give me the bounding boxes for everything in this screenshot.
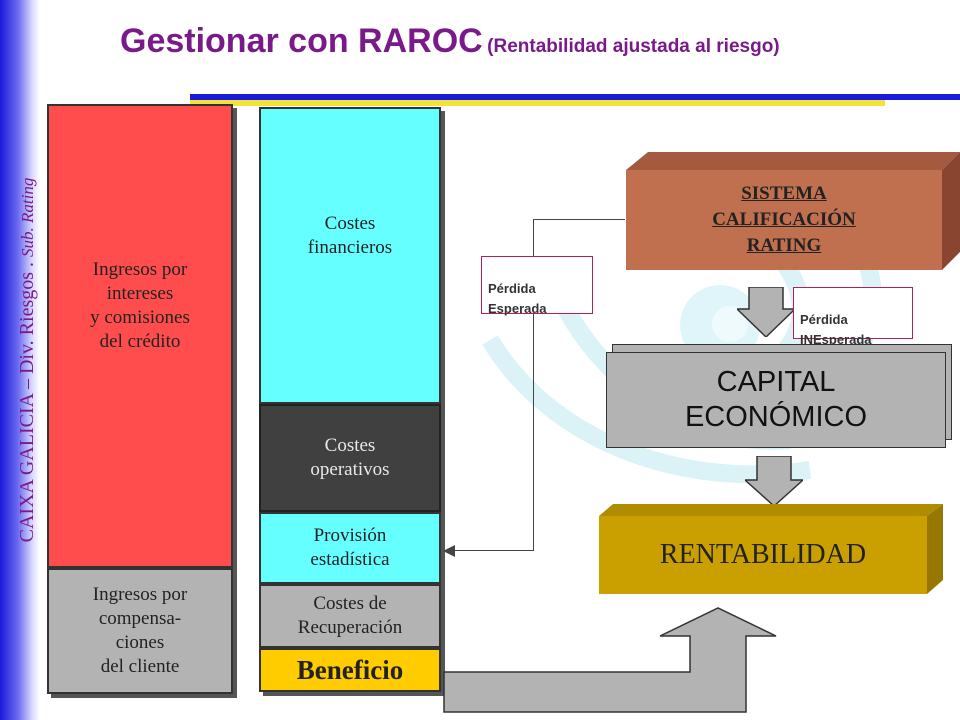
arrow-down-icon <box>737 287 795 337</box>
provision-estadistica-block: Provisión estadística <box>259 512 441 584</box>
sidebar-gradient <box>0 0 40 720</box>
capital-economico-box: CAPITAL ECONÓMICO <box>606 352 946 448</box>
costes-operativos-label: Costes operativos <box>310 435 390 480</box>
sistema-3d-box-shape <box>626 152 960 270</box>
costes-operativos-block: Costes operativos <box>259 404 441 512</box>
arrow-down-icon <box>745 456 803 506</box>
connector-arrowhead-icon <box>443 545 455 557</box>
connector-line-horizontal-bottom <box>452 550 534 551</box>
costes-financieros-label: Costes financieros <box>307 212 393 258</box>
ingresos-compensaciones-label: Ingresos por compensa- ciones del client… <box>92 584 188 677</box>
connector-line-horizontal-top <box>533 219 625 220</box>
perdida-inesperada-tag: Pérdida INEsperada <box>793 287 913 347</box>
costes-financieros-block: Costes financieros <box>259 107 441 404</box>
rentabilidad-label: RENTABILIDAD <box>659 539 867 570</box>
sistema-calificacion-box: SISTEMA CALIFICACIÓN RATING <box>626 170 942 270</box>
side-text-subdivision: Sub. Rating <box>18 177 37 257</box>
connector-line-vertical <box>533 219 534 551</box>
provision-estadistica-label: Provisión estadística <box>310 525 390 570</box>
title-underline-blue <box>190 94 960 100</box>
ingresos-intereses-block: Ingresos por intereses y comisiones del … <box>47 104 233 568</box>
page-title: Gestionar con RAROC (Rentabilidad ajusta… <box>120 22 940 61</box>
sistema-calificacion-label: SISTEMA CALIFICACIÓN RATING <box>712 183 856 256</box>
title-main: Gestionar con RAROC <box>120 22 483 60</box>
perdida-inesperada-label: Pérdida INEsperada <box>800 312 872 347</box>
costes-recuperacion-label: Costes de Recuperación <box>297 593 403 638</box>
beneficio-to-rentabilidad-arrow-icon <box>443 607 777 713</box>
ingresos-intereses-label: Ingresos por intereses y comisiones del … <box>90 259 190 352</box>
rentabilidad-box: RENTABILIDAD <box>599 516 927 594</box>
capital-economico-label: CAPITAL ECONÓMICO <box>684 366 868 433</box>
rentabilidad-3d-box-shape <box>599 504 943 594</box>
beneficio-label: Beneficio <box>296 654 404 685</box>
side-organization-text: CAIXA GALICIA – Div. Riesgos . Sub. Rati… <box>10 0 44 720</box>
beneficio-block: Beneficio <box>259 648 441 692</box>
ingresos-compensaciones-block: Ingresos por compensa- ciones del client… <box>47 568 233 694</box>
perdida-esperada-tag: Pérdida Esperada <box>481 256 593 316</box>
perdida-esperada-label: Pérdida Esperada <box>488 281 547 316</box>
title-subtitle: (Rentabilidad ajustada al riesgo) <box>487 36 780 57</box>
costes-recuperacion-block: Costes de Recuperación <box>259 584 441 648</box>
title-underline-yellow <box>190 100 885 106</box>
side-text-division: CAIXA GALICIA – Div. Riesgos . <box>16 261 38 543</box>
